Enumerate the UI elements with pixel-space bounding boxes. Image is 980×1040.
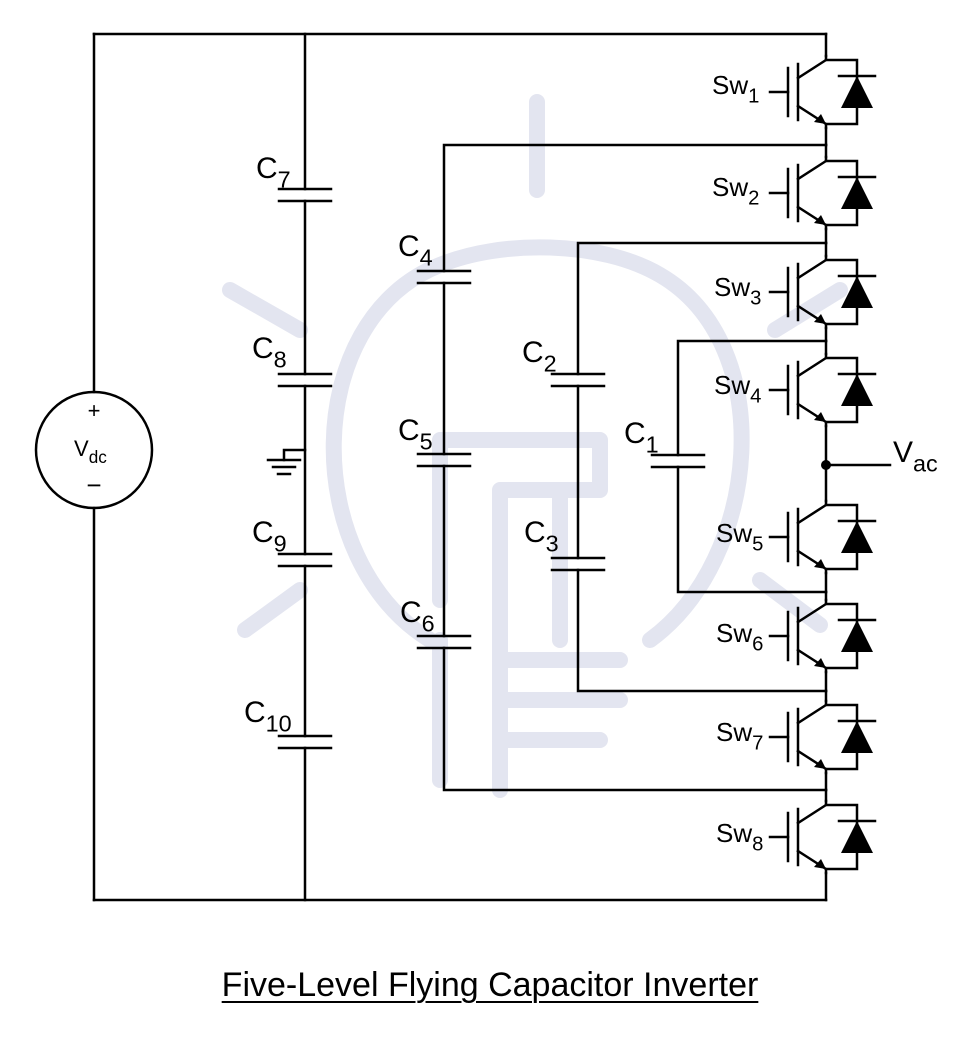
capacitor-label: C1 xyxy=(624,417,659,458)
switch-label: Sw3 xyxy=(714,272,761,309)
capacitor-label: C6 xyxy=(400,596,435,637)
source-label: Vdc xyxy=(74,436,107,467)
capacitor-label: C4 xyxy=(398,230,433,271)
igbt-switch xyxy=(768,155,877,231)
output-node xyxy=(821,460,831,470)
emitter-arrow-icon xyxy=(814,658,826,668)
igbt-switch xyxy=(768,54,877,130)
switch-label: Sw2 xyxy=(712,172,759,209)
igbt-collector xyxy=(796,155,828,181)
capacitor-label: C2 xyxy=(522,336,557,377)
switch-label: Sw6 xyxy=(716,618,763,655)
emitter-arrow-icon xyxy=(814,215,826,225)
diode-icon xyxy=(841,177,873,209)
capacitor-label: C10 xyxy=(244,696,292,737)
voltage-source xyxy=(34,390,154,510)
source-minus: − xyxy=(86,470,101,500)
emitter-arrow-icon xyxy=(814,759,826,769)
loop-middle xyxy=(576,568,828,693)
loop-middle xyxy=(576,241,828,376)
loop-outer xyxy=(442,143,828,273)
switch-label: Sw1 xyxy=(712,70,759,107)
igbt-switch xyxy=(768,254,877,330)
igbt-collector xyxy=(796,352,828,378)
loop-outer xyxy=(442,646,828,792)
diode-icon xyxy=(841,620,873,652)
igbt-collector xyxy=(796,54,828,80)
emitter-arrow-icon xyxy=(814,559,826,569)
source-plus: + xyxy=(88,398,101,423)
capacitor-label: C7 xyxy=(256,152,291,193)
capacitor-label: C9 xyxy=(252,516,287,557)
igbt-collector xyxy=(796,699,828,725)
diode-icon xyxy=(841,276,873,308)
diode-icon xyxy=(841,76,873,108)
ground-wire xyxy=(282,448,307,462)
switch-label: Sw5 xyxy=(716,518,763,555)
capacitor-label: C8 xyxy=(252,332,287,373)
capacitor-label: C3 xyxy=(524,516,559,557)
loop-inner xyxy=(676,339,828,457)
igbt-switch xyxy=(768,699,877,775)
igbt-switch xyxy=(768,499,877,575)
switch-label: Sw4 xyxy=(714,370,761,407)
diode-icon xyxy=(841,821,873,853)
capacitor-label: C5 xyxy=(398,414,433,455)
diode-icon xyxy=(841,374,873,406)
output-label: Vac xyxy=(893,436,938,477)
emitter-arrow-icon xyxy=(814,859,826,869)
emitter-arrow-icon xyxy=(814,412,826,422)
switch-label: Sw7 xyxy=(716,717,763,754)
igbt-switch xyxy=(768,799,877,875)
igbt-collector xyxy=(796,254,828,280)
diode-icon xyxy=(841,521,873,553)
emitter-arrow-icon xyxy=(814,114,826,124)
diagram-title: Five-Level Flying Capacitor Inverter xyxy=(221,966,759,1004)
loop-inner xyxy=(676,465,828,594)
igbt-collector xyxy=(796,799,828,825)
diode-icon xyxy=(841,721,873,753)
igbt-switch xyxy=(768,598,877,674)
emitter-arrow-icon xyxy=(814,314,826,324)
switch-label: Sw8 xyxy=(716,818,763,855)
igbt-switch xyxy=(768,352,877,428)
igbt-collector xyxy=(796,499,828,525)
